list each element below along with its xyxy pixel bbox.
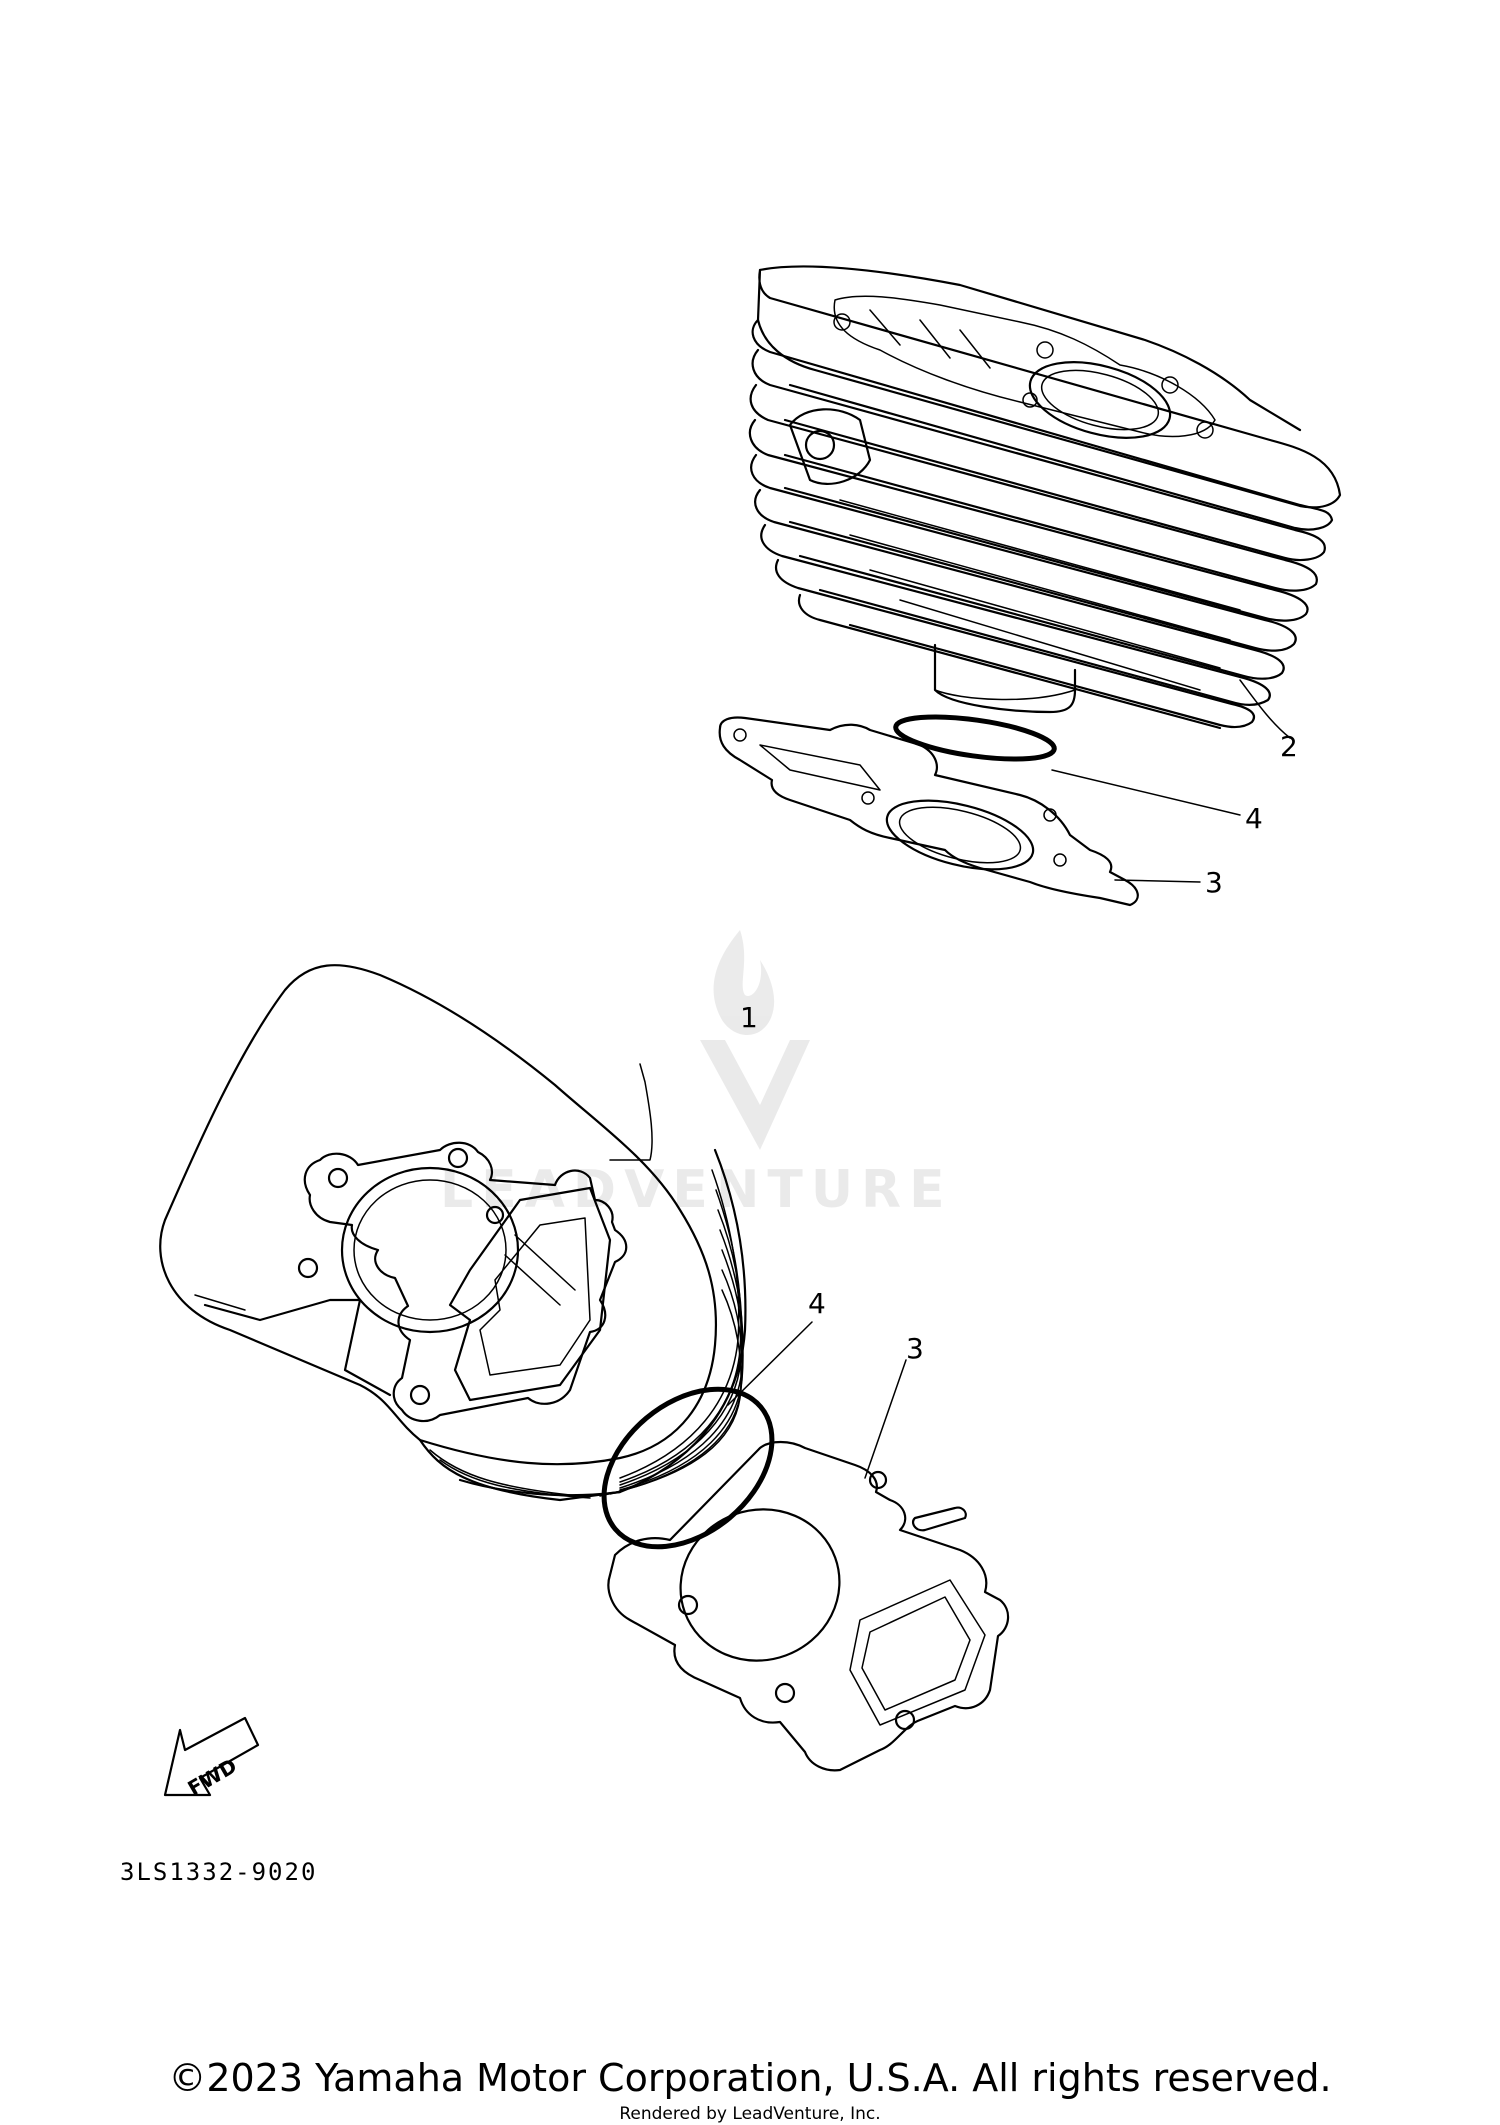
callout-3-lower: 3 bbox=[906, 1332, 924, 1365]
watermark-text: LEADVENTURE bbox=[440, 1160, 953, 1220]
cylinder-side-view bbox=[748, 265, 1342, 730]
cylinder-top-view bbox=[159, 964, 747, 1502]
callout-1: 1 bbox=[740, 1001, 758, 1034]
leader-lines-upper bbox=[1051, 679, 1291, 883]
watermark-logo-icon bbox=[700, 930, 810, 1150]
base-gasket-lower bbox=[607, 1440, 1010, 1772]
o-ring-lower bbox=[601, 1386, 775, 1550]
base-gasket-upper bbox=[718, 716, 1139, 907]
callout-2: 2 bbox=[1280, 730, 1298, 763]
callout-4-upper: 4 bbox=[1245, 802, 1263, 835]
o-ring-upper bbox=[893, 714, 1057, 762]
callout-4-lower: 4 bbox=[808, 1287, 826, 1320]
copyright-notice: ©2023 Yamaha Motor Corporation, U.S.A. A… bbox=[168, 2056, 1332, 2100]
leader-lines-lower bbox=[609, 1063, 907, 1479]
part-code: 3LS1332-9020 bbox=[120, 1858, 318, 1886]
rendered-by-notice: Rendered by LeadVenture, Inc. bbox=[619, 2104, 881, 2124]
callout-3-upper: 3 bbox=[1205, 866, 1223, 899]
forward-arrow-icon bbox=[163, 1716, 260, 1797]
